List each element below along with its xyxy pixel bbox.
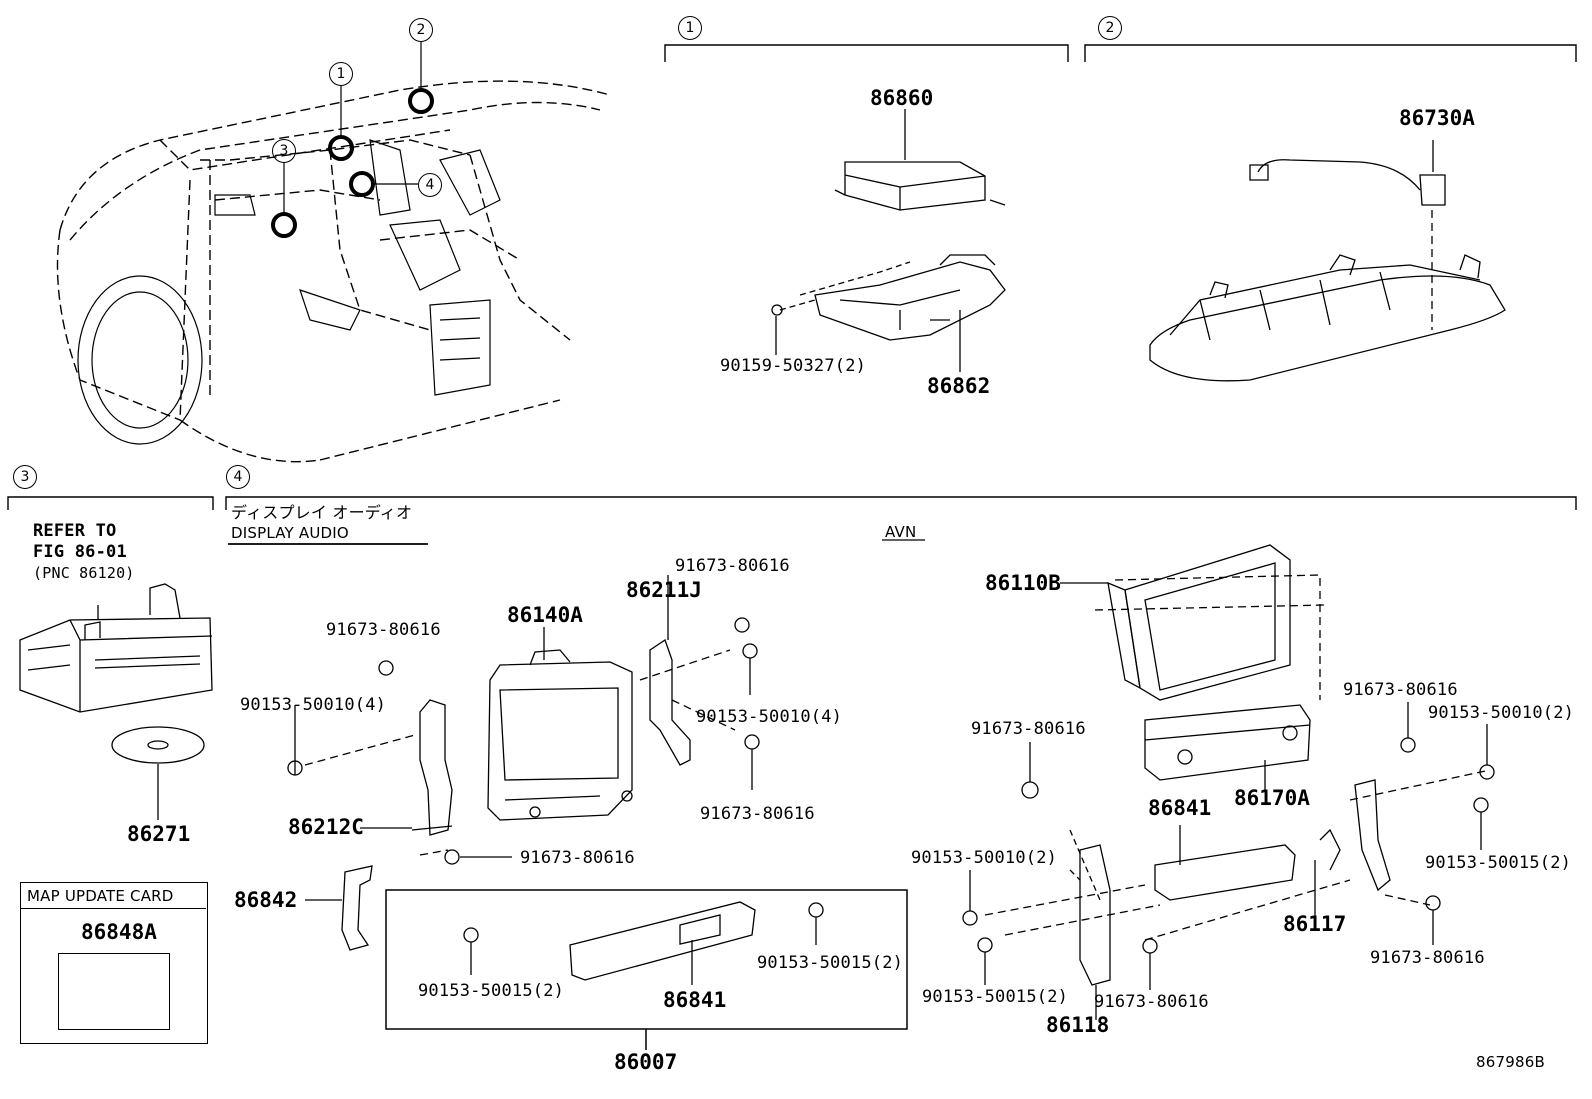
screws-display-audio [287, 617, 760, 865]
display-audio-jp-title: ディスプレイ オーディオ [231, 503, 413, 522]
bracket-section-4 [225, 496, 1577, 510]
refer-fig-text: FIG 86-01 [33, 542, 127, 562]
callout-4-section: 4 [226, 465, 250, 489]
part-90153-50010-2-c: 90153-50010(2) [911, 848, 1058, 868]
callout-1-car: 1 [329, 62, 353, 86]
unit-86841-kit [463, 901, 824, 985]
avn-screws [962, 702, 1495, 990]
avn-brackets [984, 769, 1491, 1020]
part-86211J: 86211J [626, 578, 702, 602]
display-audio-86140A [487, 627, 633, 821]
part-86170A: 86170A [1234, 786, 1310, 810]
part-86117: 86117 [1283, 912, 1347, 936]
map-update-card-box [20, 882, 208, 1044]
refer-to-text: REFER TO [33, 521, 117, 541]
callout-1-section: 1 [678, 16, 702, 40]
avn-unit-86841 [1154, 825, 1296, 901]
kit-86007-box [385, 889, 908, 1050]
map-update-card-title: MAP UPDATE CARD [27, 887, 174, 905]
avn-title: AVN [885, 523, 917, 541]
part-86860: 86860 [870, 86, 934, 110]
part-90153-50015-2-d: 90153-50015(2) [1425, 853, 1572, 873]
part-91673-80616-e: 91673-80616 [971, 719, 1086, 739]
avn-unit-86170A [1144, 704, 1311, 790]
part-91673-80616-g: 91673-80616 [1343, 680, 1458, 700]
callout-3-section: 3 [13, 465, 37, 489]
bracket-86862 [771, 254, 1006, 372]
part-86848A: 86848A [81, 920, 157, 944]
cd-unit [19, 583, 213, 713]
location-leaders [283, 42, 422, 214]
part-86212C: 86212C [288, 815, 364, 839]
part-91673-80616-d: 91673-80616 [520, 848, 635, 868]
harness-86842 [305, 865, 373, 951]
callout-4-car: 4 [418, 173, 442, 197]
bracket-section-1 [664, 44, 1069, 62]
part-91673-80616-c: 91673-80616 [700, 804, 815, 824]
overhead-console [1149, 254, 1506, 382]
location-markers [271, 88, 434, 238]
part-91673-80616-h: 91673-80616 [1370, 948, 1485, 968]
part-91673-80616-f: 91673-80616 [1094, 992, 1209, 1012]
bracket-86212C [304, 699, 453, 856]
disc-86271 [111, 726, 205, 820]
part-86841-kit: 86841 [663, 988, 727, 1012]
map-card-illustration [58, 953, 170, 1030]
part-86730A: 86730A [1399, 106, 1475, 130]
part-86271: 86271 [127, 822, 191, 846]
callout-3-car: 3 [272, 139, 296, 163]
part-86140A: 86140A [507, 603, 583, 627]
callout-2-section: 2 [1098, 16, 1122, 40]
bracket-section-3 [7, 496, 214, 510]
car-interior-solid [77, 139, 501, 445]
part-90153-50010-4-b: 90153-50010(4) [696, 707, 843, 727]
part-90153-50015-2-b: 90153-50015(2) [757, 953, 904, 973]
part-91673-80616-a: 91673-80616 [675, 556, 790, 576]
part-90153-50015-2-c: 90153-50015(2) [922, 987, 1069, 1007]
display-audio-en-title: DISPLAY AUDIO [231, 524, 349, 542]
part-86862: 86862 [927, 374, 991, 398]
part-90153-50010-4-a: 90153-50010(4) [240, 695, 387, 715]
part-86007: 86007 [614, 1050, 678, 1074]
part-91673-80616-b: 91673-80616 [326, 620, 441, 640]
part-86841-avn: 86841 [1148, 796, 1212, 820]
part-90153-50010-2-d: 90153-50010(2) [1428, 703, 1575, 723]
part-86118: 86118 [1046, 1013, 1110, 1037]
part-90159-50327: 90159-50327(2) [720, 356, 867, 376]
part-86110B: 86110B [985, 571, 1061, 595]
part-90153-50015-2-a: 90153-50015(2) [418, 981, 565, 1001]
diagram-id: 867986B [1476, 1053, 1545, 1071]
avn-display-86110B [1060, 544, 1326, 701]
ecu-86860 [834, 109, 1006, 211]
bracket-section-2 [1084, 44, 1577, 62]
bracket-86211J [639, 575, 736, 766]
refer-pnc-text: (PNC 86120) [33, 564, 135, 582]
callout-2-car: 2 [409, 18, 433, 42]
part-86842: 86842 [234, 888, 298, 912]
map-card-header-divider [20, 882, 206, 909]
